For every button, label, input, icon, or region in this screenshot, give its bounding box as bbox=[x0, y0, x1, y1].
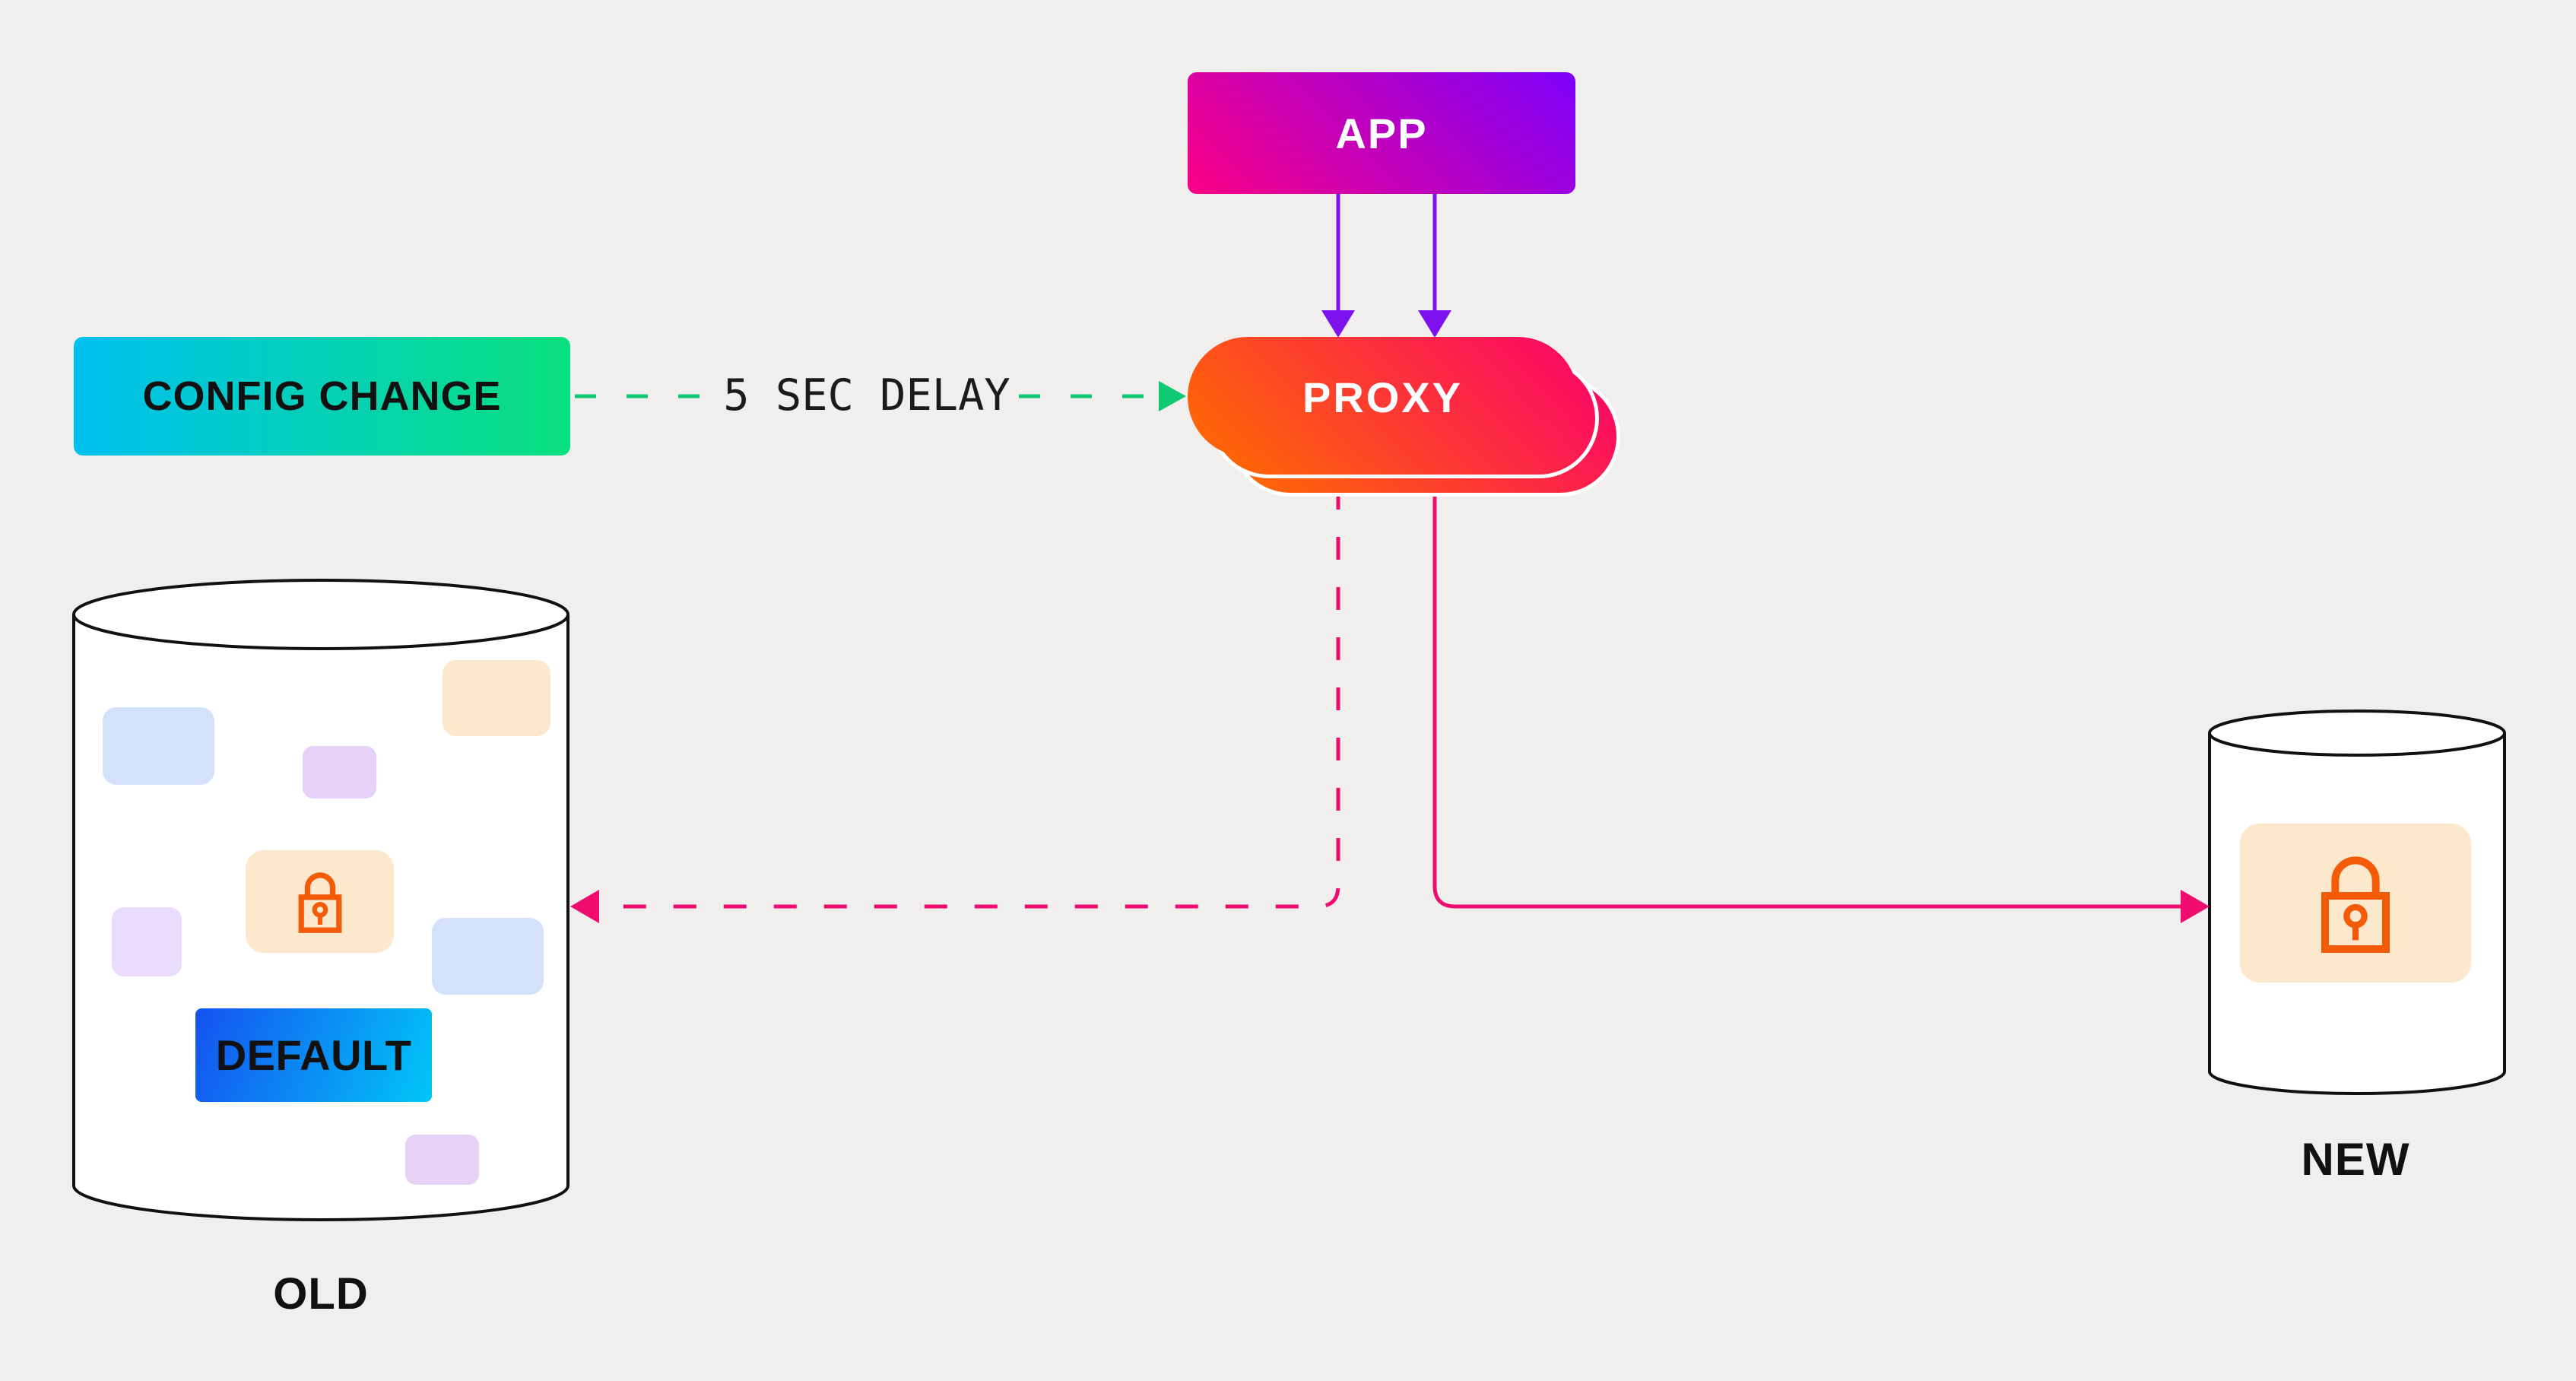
new-db-label: NEW bbox=[2301, 1134, 2410, 1185]
config-change-label: CONFIG CHANGE bbox=[142, 373, 502, 419]
lock-icon bbox=[2321, 856, 2390, 953]
old-cylinder-top bbox=[72, 579, 569, 650]
default-badge: DEFAULT bbox=[195, 1008, 432, 1102]
data-block bbox=[432, 918, 544, 995]
data-block bbox=[303, 746, 376, 798]
delay-note: 5 SEC DELAY bbox=[723, 370, 1010, 421]
old-db-label: OLD bbox=[273, 1269, 369, 1319]
proxy-node-label: PROXY bbox=[1302, 373, 1464, 421]
data-block bbox=[103, 707, 214, 785]
config-change-node: CONFIG CHANGE bbox=[74, 337, 570, 456]
proxy-to-old-arrow bbox=[570, 487, 1340, 923]
proxy-node: PROXY bbox=[1188, 337, 1578, 457]
data-block bbox=[443, 660, 550, 736]
config-to-proxy-arrow bbox=[575, 381, 1186, 411]
data-block bbox=[112, 907, 182, 976]
new-secure-tile bbox=[2240, 824, 2471, 983]
new-cylinder-top bbox=[2208, 710, 2506, 757]
proxy-to-new-arrow bbox=[1432, 456, 2210, 923]
app-node-label: APP bbox=[1335, 109, 1428, 157]
old-secure-tile bbox=[246, 850, 394, 953]
app-node: APP bbox=[1188, 72, 1575, 194]
data-block bbox=[405, 1135, 479, 1185]
app-to-proxy-arrow bbox=[1321, 194, 1451, 338]
default-badge-label: DEFAULT bbox=[215, 1031, 412, 1079]
lock-icon bbox=[298, 871, 341, 933]
